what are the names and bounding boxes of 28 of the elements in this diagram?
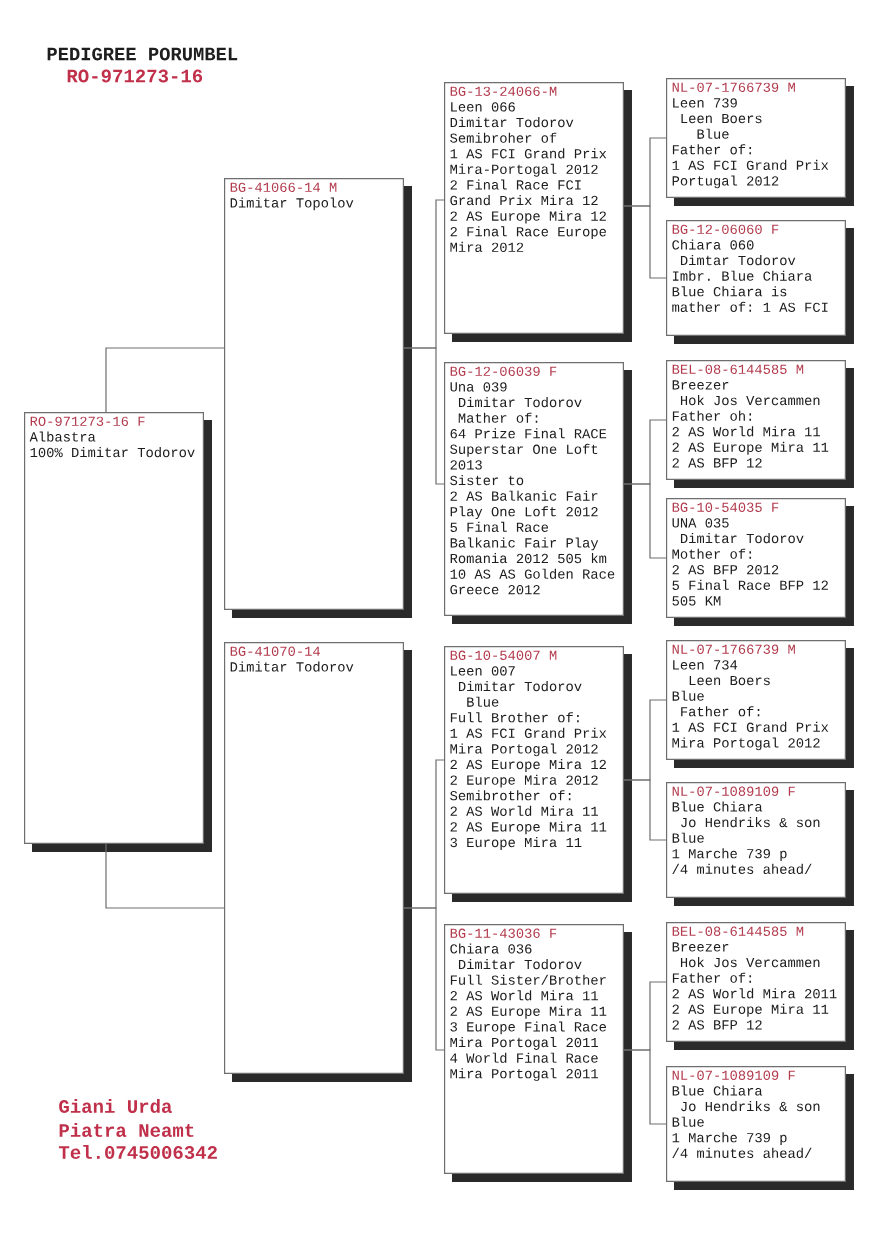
pedigree-card: [666, 220, 854, 344]
connector-line: [623, 483, 667, 559]
connector-line: [623, 779, 667, 841]
pedigree-card: [224, 178, 412, 618]
contact-text: Giani Urda: [59, 1099, 172, 1113]
connector-line: [623, 1049, 667, 1125]
pedigree-card: [666, 360, 854, 488]
pedigree-card: [666, 78, 854, 206]
pedigree-card: [24, 412, 212, 852]
pedigree-card: [224, 642, 412, 1082]
subtitle: RO-971273-16: [67, 69, 203, 83]
pedigree-card: [666, 640, 854, 768]
connector-line: [105, 843, 225, 909]
pedigree-card: [444, 362, 632, 624]
connector-line: [403, 907, 445, 1051]
pedigree-card: [666, 922, 854, 1050]
pedigree-card: [444, 82, 632, 342]
contact-text: Piatra Neamt: [59, 1123, 194, 1137]
pedigree-card: [444, 646, 632, 902]
pedigree-card: [666, 782, 854, 906]
pedigree-card: [666, 1066, 854, 1190]
title: PEDIGREE PORUMBEL: [47, 47, 238, 61]
connector-line: [105, 347, 225, 413]
connector-line: [623, 205, 667, 279]
pedigree-card: [666, 498, 854, 626]
connector-line: [403, 347, 445, 485]
contact-text: Tel.0745006342: [58, 1145, 217, 1159]
pedigree-card: [444, 924, 632, 1182]
